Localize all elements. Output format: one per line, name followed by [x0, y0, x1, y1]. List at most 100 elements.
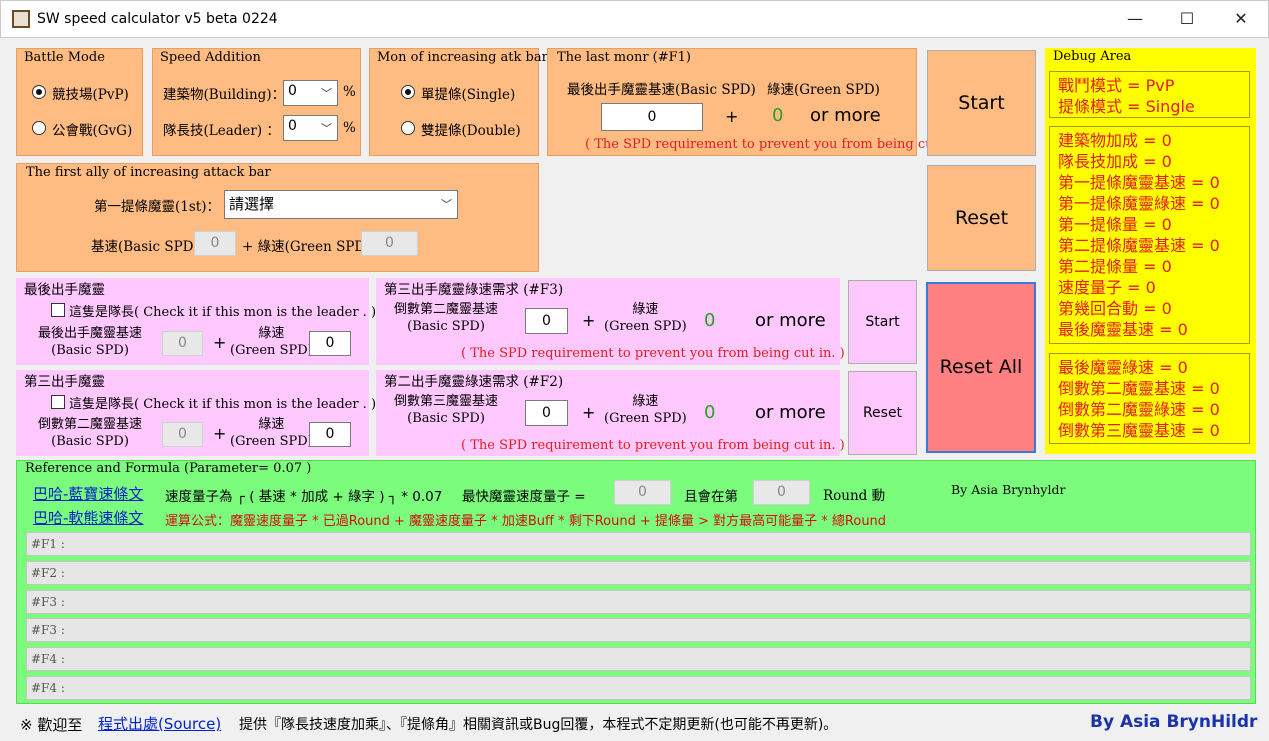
f2-req-group: 第二出手魔靈綠速需求 (#F2) 倒數第三魔靈基速(Basic SPD) 0 +…: [376, 370, 845, 456]
last-green-label-1: 綠速: [258, 326, 285, 341]
last-leader-label: 這隻是隊長( Check it if this mon is the leade…: [69, 305, 377, 320]
result-row: #F2 :: [26, 560, 1251, 585]
pvp-radio[interactable]: [32, 85, 46, 99]
bahamut-link-1[interactable]: 巴哈-藍寶速條文: [33, 485, 144, 503]
debug-line: 最後魔靈基速 = 0: [1058, 320, 1188, 339]
result-row: #F4 :: [26, 675, 1251, 700]
debug-area: Debug Area 戰鬥模式 = PvP 提條模式 = Single 建築物加成…: [1045, 48, 1256, 454]
double-label: 雙提條(Double): [421, 123, 521, 139]
f3-green-label: 綠速(Green SPD): [604, 301, 687, 335]
last-note: ( The SPD requirement to prevent you fro…: [585, 137, 969, 152]
third-leader-checkbox[interactable]: [51, 395, 65, 409]
speed-addition-title: Speed Addition: [160, 50, 261, 65]
leader-select[interactable]: 0﹀: [283, 115, 338, 141]
debug-line: 第一提條魔靈基速 = 0: [1058, 173, 1220, 192]
round-input[interactable]: 0: [753, 480, 810, 505]
source-link[interactable]: 程式出處(Source): [98, 715, 222, 733]
last-basic-label-1: 最後出手魔靈基速: [38, 326, 143, 341]
last-hand-group: 最後出手魔靈 這隻是隊長( Check it if this mon is th…: [16, 278, 376, 365]
debug-line: 隊長技加成 = 0: [1058, 152, 1172, 171]
last-leader-checkbox[interactable]: [51, 303, 65, 317]
chevron-down-icon: ﹀: [441, 197, 452, 211]
building-select[interactable]: 0﹀: [283, 80, 338, 106]
single-radio[interactable]: [401, 85, 415, 99]
double-radio[interactable]: [401, 121, 415, 135]
debug-line: 戰鬥模式 = PvP: [1058, 76, 1175, 95]
f3-green-label-2: (Green SPD): [604, 319, 687, 334]
battle-mode-title: Battle Mode: [24, 50, 105, 65]
first-basic-input[interactable]: 0: [194, 231, 236, 256]
building-value: 0: [288, 83, 297, 99]
first-ally-title: The first ally of increasing attack bar: [26, 165, 271, 180]
third-green-label: 綠速(Green SPD): [230, 416, 313, 450]
first-mon-value: 請選擇: [229, 195, 275, 213]
last-green-result: 0: [772, 105, 784, 126]
debug-line: 提條模式 = Single: [1058, 97, 1195, 116]
f2-basic-label-1: 倒數第三魔靈基速: [394, 394, 499, 409]
start-small-button[interactable]: Start: [848, 280, 917, 364]
last-basic-value[interactable]: 0: [162, 331, 203, 356]
battle-mode-group: Battle Mode 競技場(PvP) 公會戰(GvG): [16, 48, 143, 156]
app-icon: [12, 10, 30, 28]
first-mon-select[interactable]: 請選擇 ﹀: [224, 190, 458, 219]
third-basic-label-1: 倒數第二魔靈基速: [38, 417, 143, 432]
f3-title: 第三出手魔靈綠速需求 (#F3): [384, 282, 564, 298]
round-label: 且會在第: [684, 489, 738, 505]
last-basic-label: 最後出手魔靈基速(Basic SPD): [567, 82, 756, 98]
bahamut-link-2[interactable]: 巴哈-軟熊速條文: [33, 509, 144, 527]
result-row: #F1 :: [26, 532, 1251, 556]
close-button[interactable]: ✕: [1234, 9, 1248, 28]
third-basic-value[interactable]: 0: [162, 422, 203, 447]
last-green-label: 綠速(Green SPD): [230, 325, 313, 359]
plus-sign: +: [213, 424, 227, 443]
footer-author: By Asia BrynHildr: [1090, 712, 1258, 732]
f3-basic-input[interactable]: 0: [525, 308, 568, 334]
debug-line: 倒數第二魔靈綠速 = 0: [1058, 400, 1220, 419]
third-basic-label: 倒數第二魔靈基速(Basic SPD): [38, 416, 142, 450]
debug-line: 建築物加成 = 0: [1058, 131, 1172, 150]
f2-basic-label-2: (Basic SPD): [407, 411, 485, 426]
debug-line: 第二提條量 = 0: [1058, 257, 1172, 276]
chevron-down-icon: ﹀: [321, 122, 332, 135]
result-rows: #F1 :#F2 :#F3 :#F3 :#F4 :#F4 :: [26, 532, 1251, 705]
author-small: By Asia Brynhyldr: [951, 482, 1066, 497]
start-button[interactable]: Start: [927, 50, 1036, 156]
third-green-input[interactable]: 0: [309, 422, 351, 447]
debug-title: Debug Area: [1053, 49, 1132, 64]
debug-box-mode: 戰鬥模式 = PvP 提條模式 = Single: [1049, 71, 1250, 118]
plus-sign: +: [213, 333, 227, 352]
last-basic-input[interactable]: 0: [601, 103, 703, 131]
last-green-input[interactable]: 0: [309, 331, 351, 356]
fastest-input[interactable]: 0: [614, 480, 671, 505]
first-green-input[interactable]: 0: [361, 231, 418, 256]
f3-req-group: 第三出手魔靈綠速需求 (#F3) 倒數第二魔靈基速(Basic SPD) 0 +…: [376, 278, 845, 365]
window-title: SW speed calculator v5 beta 0224: [37, 11, 278, 27]
f2-basic-input[interactable]: 0: [525, 400, 568, 426]
last-or-more: or more: [810, 105, 881, 126]
maximize-button[interactable]: ☐: [1179, 9, 1195, 28]
result-row: #F4 :: [26, 647, 1251, 672]
pvp-label: 競技場(PvP): [52, 87, 129, 103]
f2-green-label-1: 綠速: [632, 394, 659, 409]
last-mon-title: The last monr (#F1): [557, 50, 692, 65]
mon-bar-title: Mon of increasing atk bar: [377, 50, 548, 65]
first-ally-group: The first ally of increasing attack bar …: [16, 163, 539, 272]
f2-green-label: 綠速 (Green SPD): [604, 393, 687, 427]
f3-or-more: or more: [755, 310, 826, 331]
third-leader-label: 這隻是隊長( Check it if this mon is the leade…: [69, 397, 377, 412]
reset-button[interactable]: Reset: [927, 165, 1036, 271]
debug-line: 最後魔靈綠速 = 0: [1058, 358, 1188, 377]
f3-basic-label: 倒數第二魔靈基速(Basic SPD): [394, 301, 498, 335]
gvg-radio[interactable]: [32, 121, 46, 135]
footer-text: 提供『隊長技速度加乘』、『提條角』相關資訊或Bug回覆，本程式不定期更新(也可能…: [239, 717, 838, 733]
leader-percent: %: [343, 120, 356, 136]
chevron-down-icon: ﹀: [321, 87, 332, 100]
f3-result: 0: [704, 310, 716, 331]
reset-all-button[interactable]: Reset All: [926, 282, 1036, 453]
reset-small-button[interactable]: Reset: [848, 371, 917, 455]
f2-green-label-2: (Green SPD): [604, 411, 687, 426]
f2-result: 0: [704, 402, 716, 423]
minimize-button[interactable]: —: [1127, 9, 1143, 28]
first-basic-label: 基速(Basic SPD): [91, 239, 199, 255]
